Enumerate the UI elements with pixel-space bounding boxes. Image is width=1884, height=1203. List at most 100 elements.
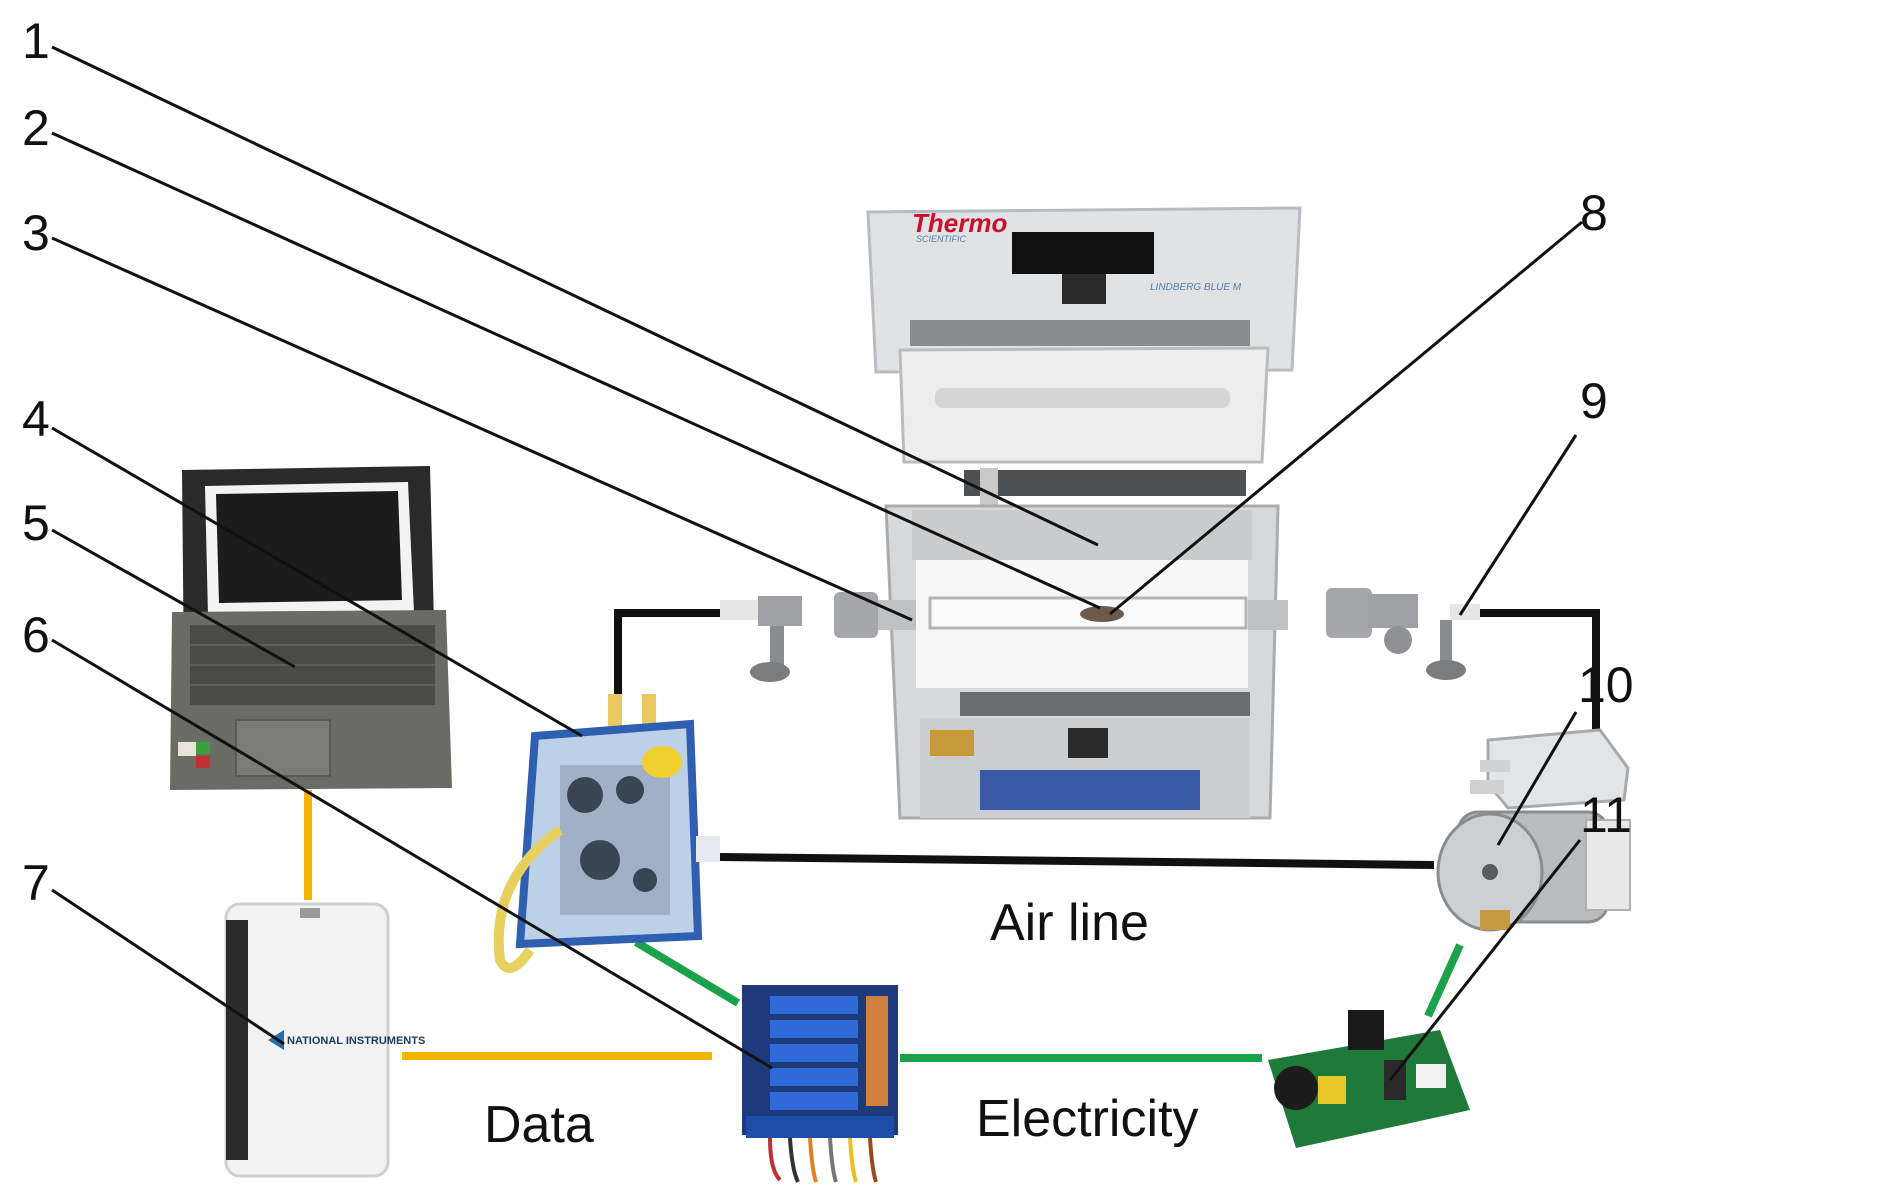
air-line-outlet xyxy=(1472,609,1600,740)
leader-line-5 xyxy=(51,528,296,669)
furnace-base-window xyxy=(980,770,1200,810)
leader-line-8 xyxy=(1109,220,1583,616)
laptop-sticker-2 xyxy=(196,756,210,768)
daq-device: NATIONAL INSTRUMENTS xyxy=(224,902,425,1178)
regulator-knob xyxy=(1274,1066,1318,1110)
daq-brand-label: NATIONAL INSTRUMENTS xyxy=(287,1035,425,1047)
inlet-tube-end xyxy=(720,600,760,620)
speed-regulator xyxy=(1268,1010,1470,1148)
furnace-heater-slot-upper xyxy=(935,388,1230,408)
electricity-label: Electricity xyxy=(976,1090,1198,1148)
filter-bottle xyxy=(493,694,720,973)
furnace-latch xyxy=(1062,274,1106,304)
furnace-front-latch xyxy=(1068,728,1108,758)
inlet-valve-stem xyxy=(770,626,784,666)
outlet-valve-stem xyxy=(1440,620,1452,664)
furnace-bottom-vent xyxy=(960,692,1250,716)
electricity-lines xyxy=(633,938,1464,1062)
laptop-screen-display xyxy=(216,491,402,603)
outlet-gauge xyxy=(1384,626,1412,654)
callout-6: 6 xyxy=(22,607,50,663)
relay-wire-3 xyxy=(808,1137,818,1183)
bottle-side-fitting xyxy=(696,836,720,862)
elec-line-bottle-relay xyxy=(633,938,741,1007)
leader-line-10 xyxy=(1496,711,1578,846)
callout-10: 10 xyxy=(1578,657,1634,713)
relay-wire-4 xyxy=(828,1137,838,1183)
relay-wire-1 xyxy=(768,1137,782,1182)
furnace-brand-label: Thermo xyxy=(912,208,1007,238)
air-lines xyxy=(614,609,1600,869)
furnace-sub-label: SCIENTIFIC xyxy=(916,234,967,244)
relay-3 xyxy=(770,1044,858,1062)
laptop xyxy=(170,466,452,790)
relay-terminal-block xyxy=(746,1116,894,1138)
outlet-flange xyxy=(1326,588,1372,638)
daq-terminal-strip xyxy=(226,920,248,1160)
callout-4: 4 xyxy=(22,391,50,447)
relay-wire-2 xyxy=(788,1137,800,1183)
relay-5 xyxy=(770,1092,858,1110)
leader-line-3 xyxy=(51,236,913,622)
leader-line-2 xyxy=(51,131,1101,610)
outlet-flange-valve xyxy=(1248,588,1480,680)
relay-1 xyxy=(770,996,858,1014)
bottle-tube-left xyxy=(608,694,622,730)
callout-9: 9 xyxy=(1580,373,1608,429)
relay-board xyxy=(742,985,898,1183)
outlet-clamp xyxy=(1248,600,1288,630)
regulator-capacitor xyxy=(1384,1060,1406,1100)
furnace-front-label xyxy=(930,730,974,756)
inlet-flange-valve xyxy=(720,592,916,682)
outlet-tube-end xyxy=(1450,604,1480,620)
callout-3: 3 xyxy=(22,205,50,261)
furnace-display-panel xyxy=(1012,232,1154,274)
inlet-valve-knob xyxy=(750,662,790,682)
callout-8: 8 xyxy=(1580,185,1608,241)
leader-line-9 xyxy=(1458,434,1578,616)
elec-line-regulator-pump xyxy=(1424,943,1464,1018)
leader-line-1 xyxy=(51,45,1099,547)
air-line-return xyxy=(719,853,1435,869)
callout-7: 7 xyxy=(22,855,50,911)
inlet-flange xyxy=(834,592,878,638)
laptop-sticker-1 xyxy=(178,742,196,756)
air-line-inlet xyxy=(614,609,722,705)
laptop-touchpad xyxy=(235,719,331,777)
daq-usb-port xyxy=(300,908,320,918)
bottle-yellow-cap xyxy=(642,746,682,778)
pump-motor-shaft xyxy=(1482,864,1498,880)
relay-2 xyxy=(770,1020,858,1038)
inlet-clamp xyxy=(878,600,916,630)
data-label: Data xyxy=(484,1096,594,1154)
bottle-port-3 xyxy=(580,840,620,880)
callout-1: 1 xyxy=(22,13,50,69)
relay-wire-5 xyxy=(848,1137,858,1183)
callout-2: 2 xyxy=(22,100,50,156)
bottle-tube-right xyxy=(642,694,656,730)
callout-numbers: 1 2 3 4 5 6 7 8 9 10 11 xyxy=(22,13,1634,911)
pump-bracket xyxy=(1585,819,1631,911)
data-lines xyxy=(304,790,712,1060)
callout-11: 11 xyxy=(1580,787,1632,843)
regulator-terminal xyxy=(1416,1064,1446,1088)
callout-5: 5 xyxy=(22,495,50,551)
leader-line-7 xyxy=(51,888,285,1046)
relay-4 xyxy=(770,1068,858,1086)
leader-line-11 xyxy=(1388,839,1582,1081)
inlet-valve-body xyxy=(758,596,802,626)
air-pump xyxy=(1436,728,1631,932)
pump-nozzle-2 xyxy=(1480,760,1510,772)
bottle-port-1 xyxy=(567,777,603,813)
outlet-valve-body xyxy=(1368,594,1418,628)
regulator-heatsink xyxy=(1348,1010,1384,1050)
relay-wire-6 xyxy=(868,1137,878,1183)
tube-furnace: Thermo SCIENTIFIC LINDBERG BLUE M xyxy=(866,206,1302,820)
pump-terminal xyxy=(1480,910,1510,930)
furnace-lid-vent xyxy=(964,470,1246,496)
laptop-sticker-3 xyxy=(196,742,210,754)
furnace-model-label: LINDBERG BLUE M xyxy=(1150,282,1242,293)
furnace-top-vent xyxy=(910,320,1250,346)
regulator-potentiometer xyxy=(1318,1076,1346,1104)
